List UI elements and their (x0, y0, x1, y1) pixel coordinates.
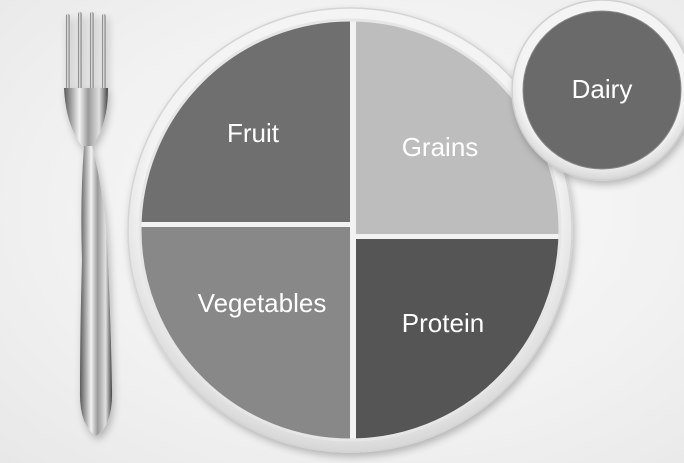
plate: Fruit Grains Vegetables Protein (127, 7, 573, 453)
grains-label: Grains (402, 132, 479, 162)
dairy-label: Dairy (572, 74, 633, 104)
protein-label: Protein (402, 308, 484, 338)
fork-icon (64, 12, 113, 436)
vegetables-label: Vegetables (198, 288, 327, 318)
dairy-cup: Dairy (511, 0, 684, 181)
fruit-label: Fruit (227, 118, 280, 148)
dairy-section (523, 11, 681, 169)
